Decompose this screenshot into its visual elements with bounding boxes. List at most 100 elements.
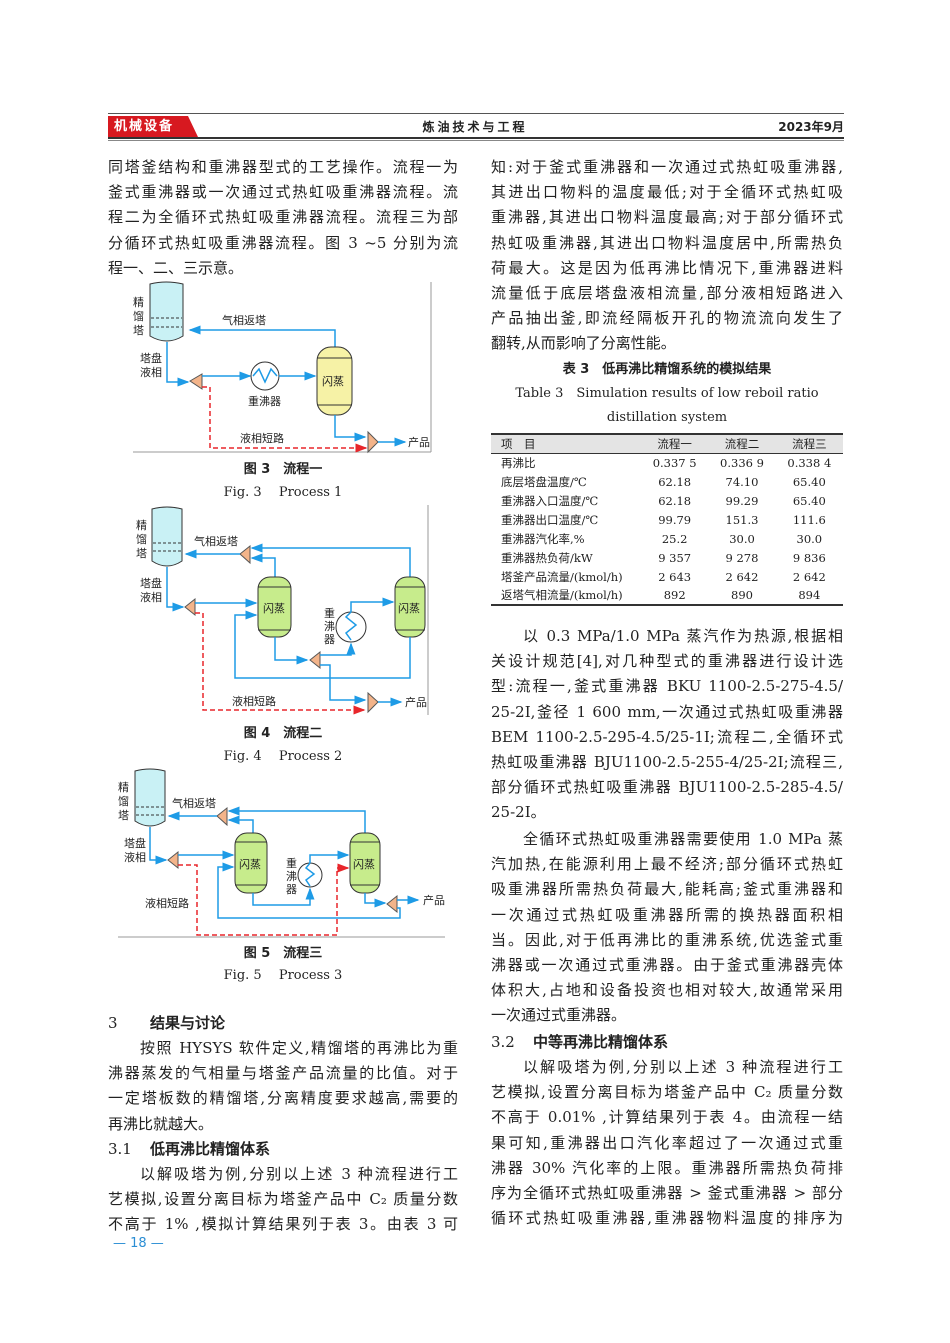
cell-value: 894 — [775, 586, 843, 606]
cell-value: 30.0 — [729, 531, 755, 546]
diagram-shape — [364, 893, 387, 908]
flash-drum-1 — [234, 832, 268, 894]
diagram-label: 器 — [324, 633, 335, 646]
cell-value: 151.3 — [725, 512, 759, 527]
text-line: 程一、二、三示意。 — [108, 258, 244, 277]
distillation-column — [151, 506, 183, 567]
reboiler-icon — [297, 862, 323, 888]
cell-value: 30.0 — [796, 531, 823, 546]
diagram-label: 塔盘 — [140, 576, 162, 590]
text-line: 一次通过式热虹吸重沸器所需的换热器面积相 — [491, 905, 843, 924]
figure-5-caption-cn: 图 5 流程三 — [243, 946, 323, 961]
label-product: 产品 — [408, 435, 430, 449]
diagram-label: 沸 — [324, 620, 335, 633]
cell-value: 2 642 — [725, 569, 759, 584]
cell-value: 892 — [641, 586, 709, 606]
diagram-shape — [227, 806, 366, 833]
bypass-stream — [195, 612, 366, 715]
label-vapor-return: 气相返塔 — [222, 313, 266, 327]
diagram-label: 液相短路 — [145, 896, 189, 910]
cell-value: 0.338 4 — [787, 455, 832, 470]
diagram-label: 重 — [286, 856, 297, 870]
reboiler-icon — [335, 611, 367, 643]
diagram-label: 塔 — [118, 809, 129, 822]
header-rule-bottom — [108, 137, 844, 139]
cell-value: 0.336 9 — [720, 455, 764, 470]
text-line: 艺模拟,设置分离目标为塔釜产品中 C₂ 质量分数 — [108, 1189, 458, 1208]
diagram-shape — [334, 415, 367, 442]
diagram-label: 馏 — [136, 532, 147, 546]
diagram-shape — [320, 642, 356, 656]
diagram-shape — [252, 887, 315, 906]
text-line: 不高于 1% ,模拟计算结果列于表 3。由表 3 可 — [108, 1215, 458, 1234]
figure-3-caption-cn: 图 3 流程一 — [243, 462, 323, 477]
diagram-label: 塔 — [133, 324, 144, 337]
table-row: 重沸器汽化率,% 25.2 30.0 30.0 — [491, 529, 843, 548]
diagram-shape — [216, 806, 228, 827]
text-line: 25-2I。 — [491, 803, 546, 822]
diagram-shape — [250, 553, 276, 577]
diagram-label: 液相短路 — [232, 694, 276, 708]
text-line: 再沸比就越大。 — [108, 1114, 214, 1133]
diagram-shape — [166, 342, 190, 387]
cell-value: 9 357 — [658, 550, 692, 565]
text-line: 以解吸塔为例,分别以上述 3 种流程进行工 — [523, 1058, 843, 1076]
journal-title: 炼油技术与工程 — [422, 120, 528, 134]
diagram-shape — [386, 894, 398, 914]
text-line: 釜式重沸器或一次通过式热虹吸重沸器流程。流 — [108, 183, 458, 202]
row-label: 塔釜产品流量/(kmol/h) — [501, 569, 623, 584]
diagram-label: 馏 — [133, 309, 144, 323]
right-paragraph-3: 全循环式热虹吸重沸器需要使用 1.0 MPa 蒸汽加热,在能源利用上最不经济;部… — [491, 827, 843, 1029]
cell-value: 25.2 — [661, 531, 688, 546]
text-line: 汽加热,在能源利用上最不经济;部分循环式热虹 — [491, 855, 843, 874]
diagram-label: 沸 — [286, 870, 297, 883]
diagram-label: 气相返塔 — [172, 796, 216, 810]
diagram-label: 液相 — [140, 590, 162, 604]
label-column: 精 — [133, 296, 144, 309]
diagram-shape — [274, 637, 309, 665]
recirculation-stream — [234, 610, 411, 679]
diagram-label: 器 — [286, 883, 297, 896]
diagram-label: 闪蒸 — [353, 857, 375, 871]
vapor-mixer — [239, 544, 251, 565]
cell-value: 99.79 — [658, 512, 692, 527]
diagram-shape — [367, 691, 379, 714]
text-line: 艺模拟,设置分离目标为塔釜产品中 C₂ 质量分数 — [491, 1083, 843, 1102]
text-line: 一定塔板数的精馏塔,分离精度要求越高,需要的 — [108, 1089, 458, 1108]
text-line: 热虹吸重沸器,其进出口物料温度居中,所需热负 — [491, 233, 843, 252]
diagram-label: 产品 — [405, 695, 427, 709]
text-line: 产品抽出釜,即流经隔板开孔的物流流向发生了 — [491, 309, 843, 328]
cell-value: 9 836 — [792, 550, 826, 565]
text-line: 程二为全循环式热虹吸重沸器流程。流程三为部 — [108, 208, 458, 227]
table-header-row: 项 目 流程一流程二流程三 — [491, 433, 843, 454]
header-rule-top — [108, 113, 844, 114]
cell-value: 0.337 5 — [652, 455, 697, 470]
figure-4-caption-cn: 图 4 流程二 — [243, 726, 323, 741]
cell-value: 65.40 — [792, 493, 826, 508]
cell-value: 2 642 — [792, 569, 826, 584]
diagram-shape — [304, 862, 316, 887]
diagram-shape — [320, 664, 367, 705]
text-line: 关设计规范[4],对几种型式的重沸器进行设计选 — [491, 652, 843, 671]
right-paragraph-2: 以 0.3 MPa/1.0 MPa 蒸汽作为热源,根据相关设计规范[4],对几种… — [491, 624, 843, 826]
bypass-stream — [202, 386, 368, 453]
text-line: 序为全循环式热虹吸重沸器 > 釜式重沸器 > 部分 — [491, 1183, 843, 1202]
diagram-shape — [252, 367, 278, 384]
figure-4-caption-en: Fig. 4 Process 2 — [223, 749, 343, 764]
text-line: 型:流程一,釜式重沸器 BKU 1100-2.5-275-4.5/ — [491, 677, 843, 696]
diagram-label: 闪蒸 — [263, 601, 285, 615]
diagram-label: 产品 — [423, 893, 445, 907]
row-label: 返塔气相流量/(kmol/h) — [491, 586, 641, 606]
table-3-caption-cn: 表 3 低再沸比精馏系统的模拟结果 — [562, 362, 772, 377]
text-line: 部分循环式热虹吸重沸器 BJU1100-2.5-285-4.5/ — [491, 778, 843, 797]
row-label: 重沸器汽化率,% — [501, 531, 585, 546]
label-flash: 闪蒸 — [322, 374, 344, 388]
text-line: 不高于 0.01% ,计算结果列于表 4。由流程一结 — [491, 1108, 843, 1127]
row-label: 再沸比 — [501, 455, 536, 470]
text-line: 同塔釜结构和重沸器型式的工艺操作。流程一为 — [108, 158, 458, 176]
diagram-label: 塔 — [136, 547, 147, 560]
